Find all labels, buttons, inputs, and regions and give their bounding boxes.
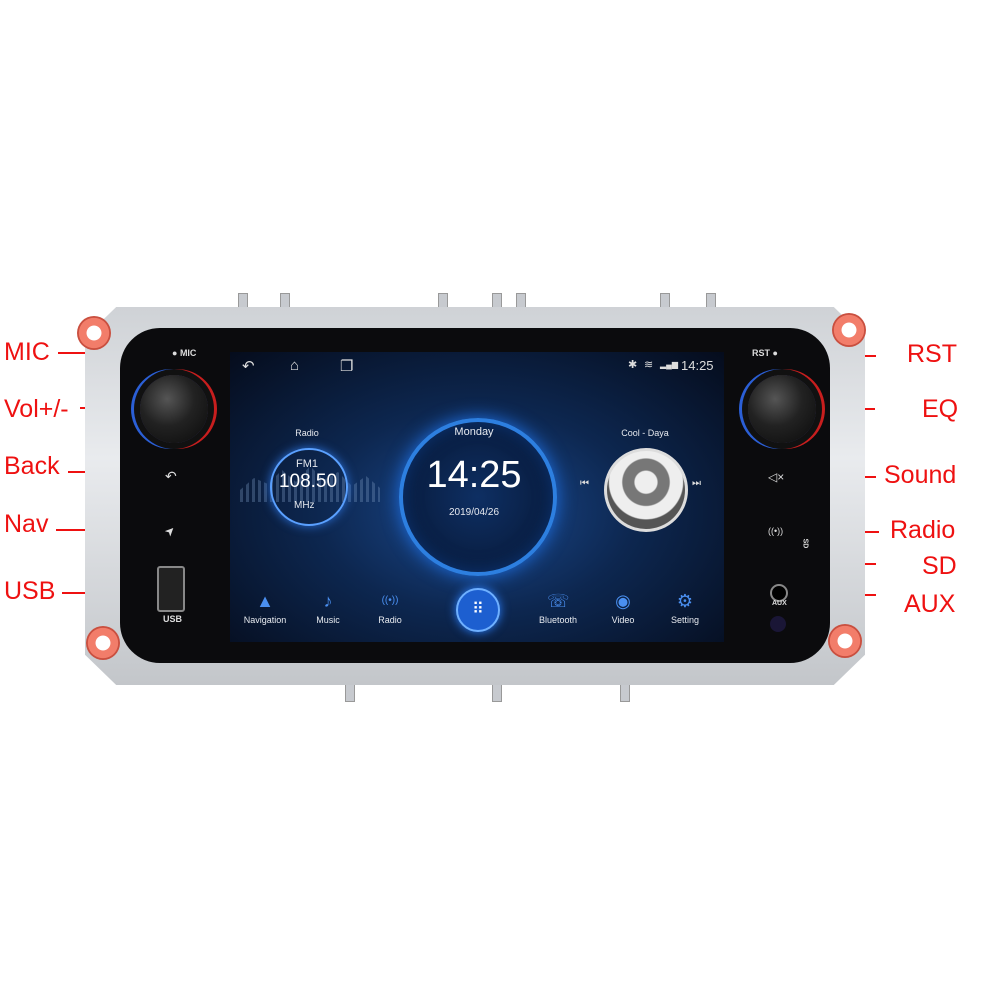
mount-tab: [345, 684, 355, 702]
callout-back: Back: [4, 452, 60, 480]
music-next-icon[interactable]: ⏭: [692, 478, 701, 489]
screw: [832, 313, 866, 347]
volume-knob[interactable]: [140, 375, 208, 443]
navigation-icon: ▲: [256, 591, 274, 611]
radio-button[interactable]: ((•)): [768, 526, 784, 536]
signal-status-icon: ▂▄▆: [660, 360, 678, 369]
radio-dial: [270, 448, 348, 526]
back-button[interactable]: ↶: [165, 468, 177, 484]
callout-aux: AUX: [904, 590, 956, 618]
apps-grid-icon: ⠿: [472, 601, 484, 618]
callout-vol: Vol+/-: [4, 395, 69, 423]
bluetooth-phone-icon: ☏: [547, 591, 570, 611]
apps-grid-button[interactable]: ⠿: [456, 588, 500, 632]
usb-label: USB: [163, 614, 183, 624]
eq-knob[interactable]: [748, 375, 816, 443]
dock-label: Video: [611, 615, 635, 625]
status-bar: ↶ ⌂ ❐ ✱ ≋ ▂▄▆ 14:25: [230, 352, 724, 380]
dock-navigation[interactable]: ▲ Navigation: [230, 590, 300, 625]
sd-slot-label: SD: [801, 538, 809, 549]
music-prev-icon[interactable]: ⏮: [580, 478, 589, 489]
callout-rst: RST: [907, 340, 957, 368]
mic-label: ● MIC: [172, 348, 197, 358]
mount-tab: [492, 684, 502, 702]
sound-mute-button[interactable]: ◁×: [768, 470, 785, 484]
mount-tab: [620, 684, 630, 702]
dock-radio[interactable]: ((•)) Radio: [355, 590, 425, 625]
music-icon: ♪: [323, 591, 333, 611]
dock-music[interactable]: ♪ Music: [293, 590, 363, 625]
usb-port[interactable]: [157, 566, 185, 612]
dock-label: Bluetooth: [538, 615, 578, 625]
clock-time: 14:25: [426, 454, 522, 496]
touch-screen: ↶ ⌂ ❐ ✱ ≋ ▂▄▆ 14:25 Radio FM1 108.50 MHz…: [230, 352, 724, 642]
screw: [86, 626, 120, 660]
screw: [77, 316, 111, 350]
app-dock: ▲ Navigation ♪ Music ((•)) Radio ☏ Bluet…: [230, 590, 724, 642]
clock-day: Monday: [454, 426, 494, 438]
aux-label: AUX: [772, 600, 787, 607]
callout-sound: Sound: [884, 461, 957, 489]
callout-nav: Nav: [4, 510, 49, 538]
settings-gear-icon: ⚙: [676, 591, 694, 611]
music-track-title: Cool - Daya: [621, 428, 669, 438]
dock-video[interactable]: ◉ Video: [588, 590, 658, 625]
clock-widget[interactable]: [399, 418, 557, 576]
screw: [828, 624, 862, 658]
dock-label: Music: [316, 615, 340, 625]
dock-setting[interactable]: ⚙ Setting: [650, 590, 720, 625]
callout-usb: USB: [4, 577, 56, 605]
dock-bluetooth[interactable]: ☏ Bluetooth: [523, 590, 593, 625]
home-nav-icon[interactable]: ⌂: [290, 357, 300, 374]
radio-band: FM1: [296, 458, 318, 470]
album-art: [604, 448, 688, 532]
wifi-status-icon: ≋: [644, 359, 654, 371]
callout-radio: Radio: [890, 516, 956, 544]
video-icon: ◉: [615, 591, 631, 611]
callout-mic: MIC: [4, 338, 50, 366]
rst-label: RST ●: [752, 348, 778, 358]
callout-eq: EQ: [922, 395, 959, 423]
status-time: 14:25: [681, 358, 714, 373]
clock-date: 2019/04/26: [448, 507, 500, 518]
ir-sensor: [770, 616, 786, 632]
radio-widget-title: Radio: [295, 428, 319, 438]
radio-icon: ((•)): [381, 595, 399, 606]
dock-label: Radio: [378, 615, 402, 625]
dock-label: Navigation: [243, 615, 287, 625]
recents-nav-icon[interactable]: ❐: [340, 358, 354, 375]
callout-sd: SD: [922, 552, 957, 580]
radio-frequency: 108.50: [278, 471, 338, 492]
aux-jack[interactable]: [770, 584, 788, 602]
back-nav-icon[interactable]: ↶: [242, 358, 255, 375]
radio-unit: MHz: [294, 500, 315, 511]
bluetooth-status-icon: ✱: [628, 359, 638, 371]
dock-label: Setting: [670, 615, 700, 625]
